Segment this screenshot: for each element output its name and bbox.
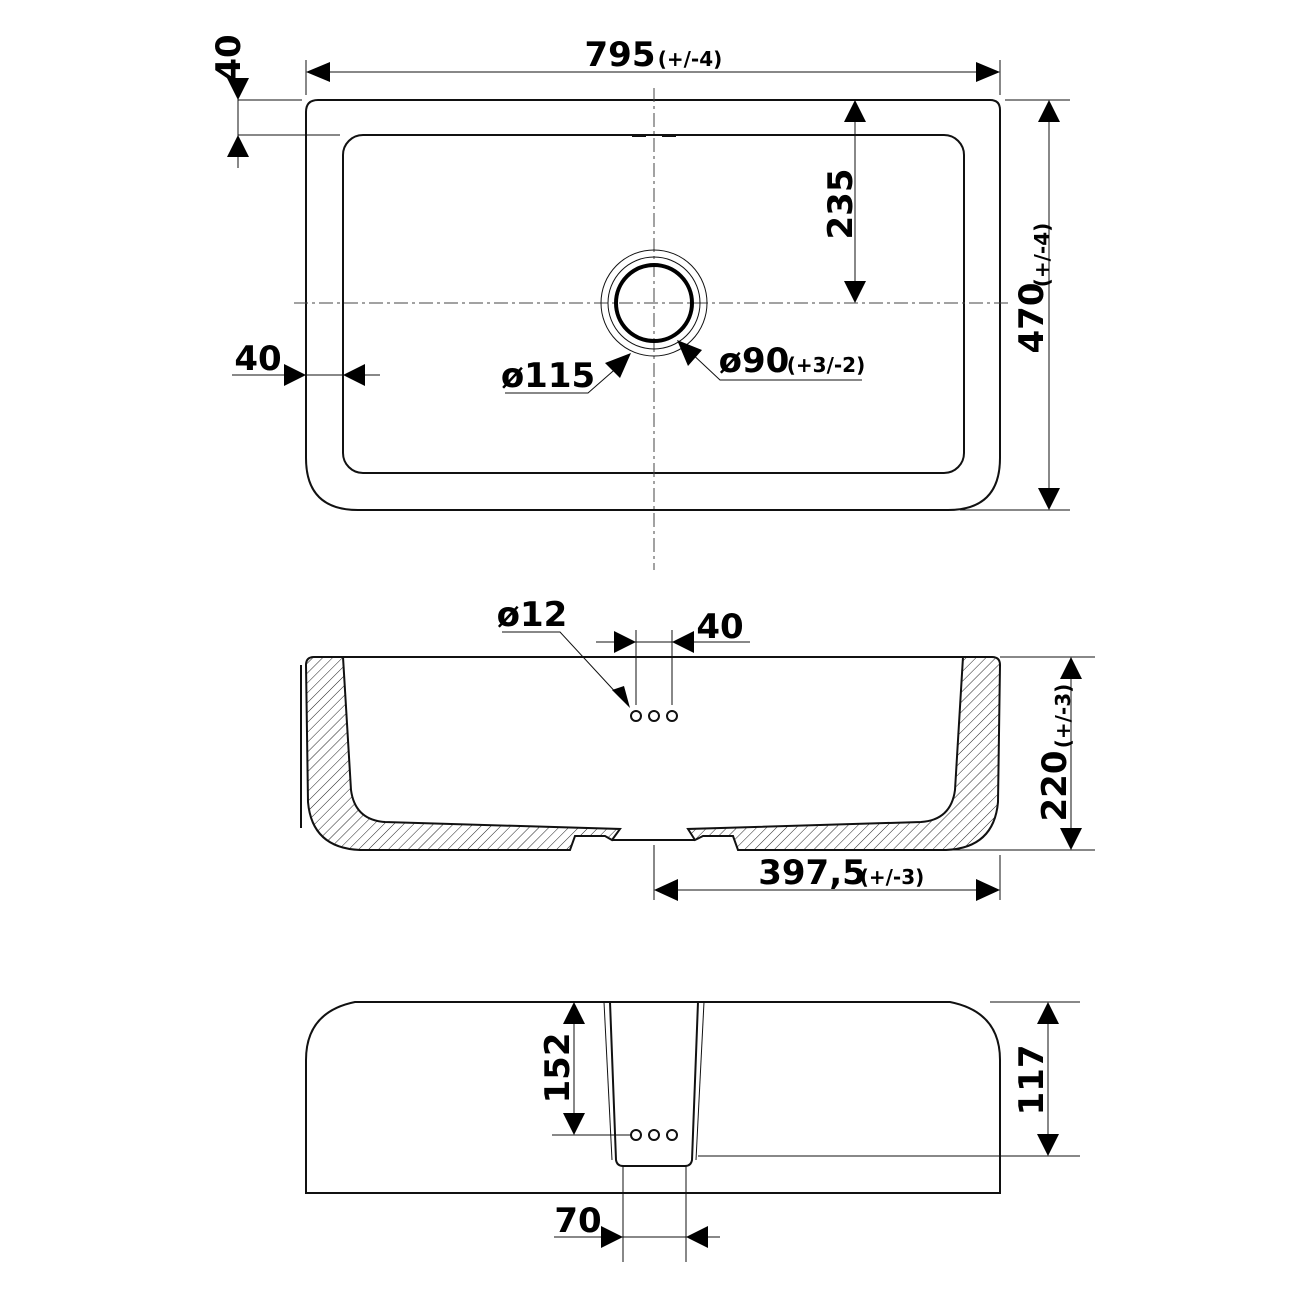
height-label: 220 xyxy=(1035,751,1075,822)
overflow-hole-3 xyxy=(666,710,678,722)
drain-hole xyxy=(614,263,694,343)
cutout-depth-label: 152 xyxy=(538,1033,578,1104)
left-wall-section xyxy=(304,656,622,851)
sink-outline xyxy=(305,99,1001,511)
plan-view: 795 (+/-4) 40 470 (+/-4) 235 40 ø115 xyxy=(209,34,1070,570)
front-hole-1 xyxy=(630,1129,642,1141)
front-view: 152 117 70 xyxy=(305,1001,1080,1262)
apron-height-label: 117 xyxy=(1012,1045,1052,1116)
overflow-holes-label: ø12 xyxy=(497,595,568,635)
drain-flange xyxy=(607,256,701,350)
waste-offset-label: 235 xyxy=(821,169,861,240)
right-wall-section xyxy=(686,656,1002,851)
width-tolerance: (+/-4) xyxy=(658,47,723,71)
overflow-hole-1 xyxy=(630,710,642,722)
width-label: 795 xyxy=(585,35,656,75)
depth-tolerance: (+/-4) xyxy=(1030,223,1054,288)
rim-side-label: 40 xyxy=(234,339,281,379)
front-hole-2 xyxy=(648,1129,660,1141)
depth-label: 470 xyxy=(1012,283,1052,354)
cutout-width-label: 70 xyxy=(554,1201,601,1241)
drain-label: ø90 xyxy=(719,341,790,381)
apron-outline xyxy=(305,1001,1001,1194)
overflow-cutout xyxy=(609,1001,699,1167)
half-width-label: 397,5 xyxy=(758,853,866,893)
outer-ring-label: ø115 xyxy=(501,356,595,396)
hole-spacing-label: 40 xyxy=(696,607,743,647)
drain-outer-ring xyxy=(600,249,708,357)
rim-top-label: 40 xyxy=(209,34,249,81)
half-width-tolerance: (+/-3) xyxy=(860,865,925,889)
overflow-hole-2 xyxy=(648,710,660,722)
drain-tolerance: (+3/-2) xyxy=(787,353,865,377)
height-tolerance: (+/-3) xyxy=(1051,684,1075,749)
front-hole-3 xyxy=(666,1129,678,1141)
section-view: ø12 40 220 (+/-3) 397,5 (+/-3) xyxy=(300,595,1095,901)
